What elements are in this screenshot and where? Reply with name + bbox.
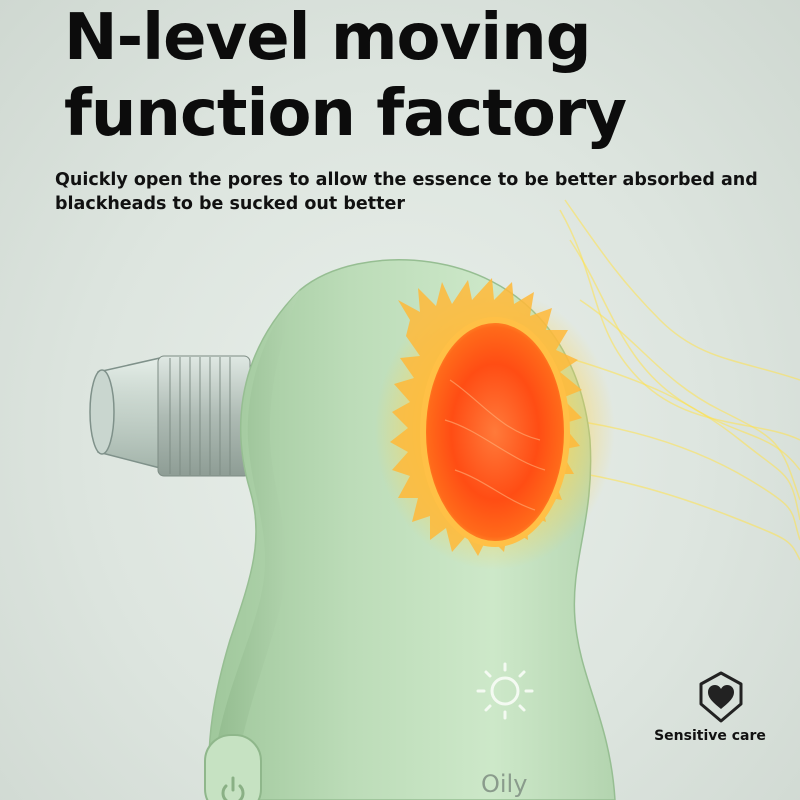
sensitive-care-badge: Sensitive care bbox=[640, 668, 780, 758]
subheadline: Quickly open the pores to allow the esse… bbox=[55, 168, 775, 216]
sun-icon bbox=[476, 662, 534, 720]
headline-line-2: function factory bbox=[64, 77, 627, 151]
heat-stream-lines bbox=[559, 199, 800, 561]
power-icon bbox=[221, 776, 245, 800]
heated-head bbox=[375, 278, 615, 570]
shield-heart-icon bbox=[699, 671, 743, 723]
headline: N-level moving function factory bbox=[64, 0, 784, 152]
subheadline-line-2: blackheads to be sucked out better bbox=[55, 194, 405, 214]
device-mode-label: Oily bbox=[481, 770, 528, 798]
subheadline-line-1: Quickly open the pores to allow the esse… bbox=[55, 170, 758, 190]
nozzle bbox=[89, 355, 251, 477]
headline-line-1: N-level moving bbox=[64, 1, 592, 75]
sensitive-care-label: Sensitive care bbox=[654, 728, 766, 744]
